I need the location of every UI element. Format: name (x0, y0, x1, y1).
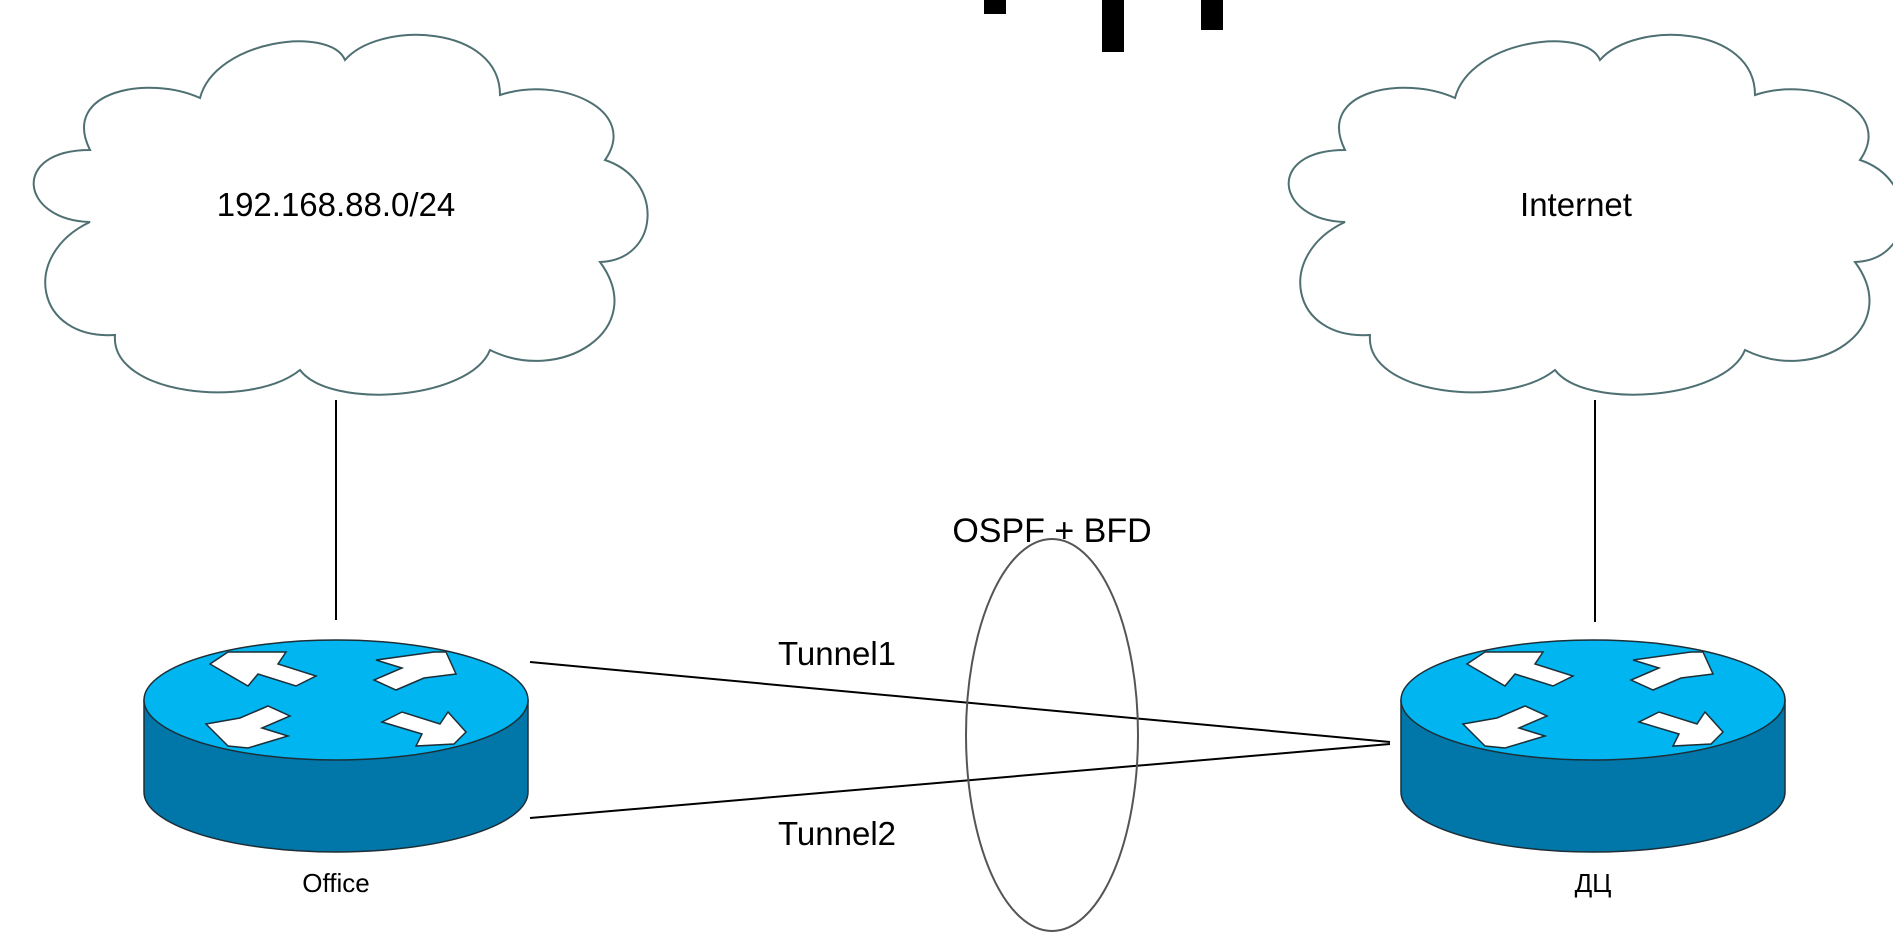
tunnel2-link (529, 743, 1391, 819)
tunnel2-label: Tunnel2 (778, 815, 896, 852)
office-router-label: Office (302, 868, 369, 898)
lan-cloud: 192.168.88.0/24 (32, 34, 649, 396)
router-arrows-icon (204, 651, 468, 749)
router-top (143, 639, 529, 761)
lan-cloud-label: 192.168.88.0/24 (217, 186, 456, 223)
tunnel1-link (529, 661, 1391, 743)
router-top (1400, 639, 1786, 761)
router-arrows-icon (1461, 651, 1725, 749)
cropped-top-marks (984, 0, 1223, 52)
protocol-label: OSPF + BFD (952, 512, 1151, 550)
lan-cloud-shape (32, 34, 649, 396)
dc-router: ДЦ (1400, 639, 1786, 898)
internet-cloud-shape (1287, 34, 1893, 396)
tunnel1-label: Tunnel1 (778, 635, 896, 672)
internet-cloud-label: Internet (1520, 186, 1632, 223)
dc-router-label: ДЦ (1575, 868, 1612, 898)
internet-cloud: Internet (1287, 34, 1893, 396)
protocol-ellipse (965, 538, 1139, 932)
office-router: Office (143, 639, 529, 898)
